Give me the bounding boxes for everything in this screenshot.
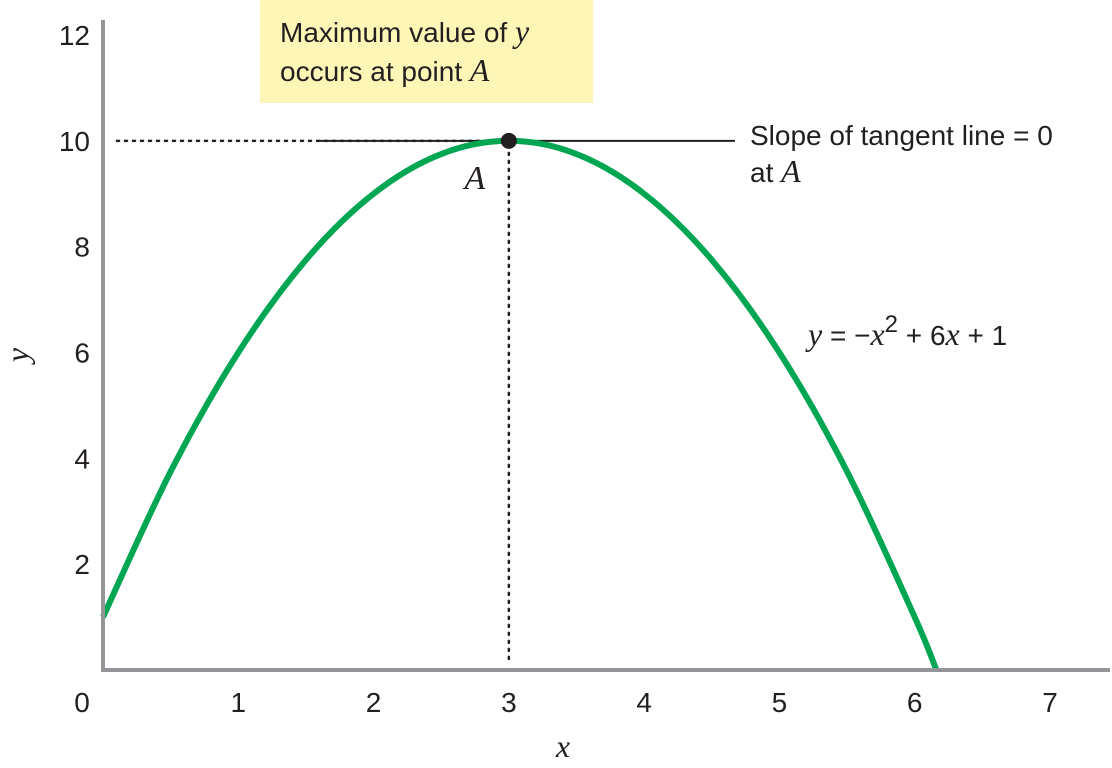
x-tick-label-3: 3 (501, 687, 517, 718)
y-axis-label: y (0, 347, 35, 365)
equation-eq-sign: = − (822, 320, 870, 351)
callout-line-2-text: occurs at point (280, 56, 470, 87)
callout-line-1: Maximum value of y (280, 13, 530, 49)
equation-var-y: y (805, 316, 823, 352)
equation-mid: + 6 (898, 320, 945, 351)
x-tick-label-4: 4 (636, 687, 652, 718)
equation-var-x: x (869, 316, 884, 352)
x-tick-label-5: 5 (772, 687, 788, 718)
y-tick-label-2: 2 (74, 549, 90, 580)
x-axis-label: x (555, 728, 570, 764)
x-tick-label-7: 7 (1042, 687, 1058, 718)
tangent-note-line-2: at A (750, 153, 801, 189)
y-tick-label-10: 10 (59, 126, 90, 157)
callout-line-2: occurs at point A (280, 52, 490, 88)
y-tick-label-12: 12 (59, 20, 90, 51)
equation-label: y = −x2 + 6x + 1 (805, 311, 1007, 352)
y-tick-label-4: 4 (74, 443, 90, 474)
equation-exponent: 2 (885, 311, 898, 338)
x-tick-label-6: 6 (907, 687, 923, 718)
callout-line-1-text: Maximum value of (280, 17, 515, 48)
tangent-note-line-2-text: at (750, 157, 781, 188)
equation-var-x2: x (945, 316, 960, 352)
x-tick-label-1: 1 (230, 687, 246, 718)
x-axis-ticks: 0 1 2 3 4 5 6 7 (74, 687, 1058, 718)
x-tick-label-0: 0 (74, 687, 90, 718)
series-line-parabola (100, 137, 940, 672)
x-tick-label-2: 2 (366, 687, 382, 718)
callout-box (260, 0, 593, 103)
tangent-note-line-2-var: A (779, 153, 801, 189)
point-a-marker (500, 132, 517, 149)
y-axis-ticks: 2 4 6 8 10 12 (59, 20, 90, 580)
callout-line-1-var: y (512, 13, 530, 49)
y-tick-label-6: 6 (74, 338, 90, 369)
tangent-note-line-1: Slope of tangent line = 0 (750, 120, 1053, 151)
callout-line-2-var: A (468, 52, 490, 88)
point-a-label: A (462, 160, 485, 197)
equation-tail: + 1 (960, 320, 1007, 351)
y-tick-label-8: 8 (74, 232, 90, 263)
